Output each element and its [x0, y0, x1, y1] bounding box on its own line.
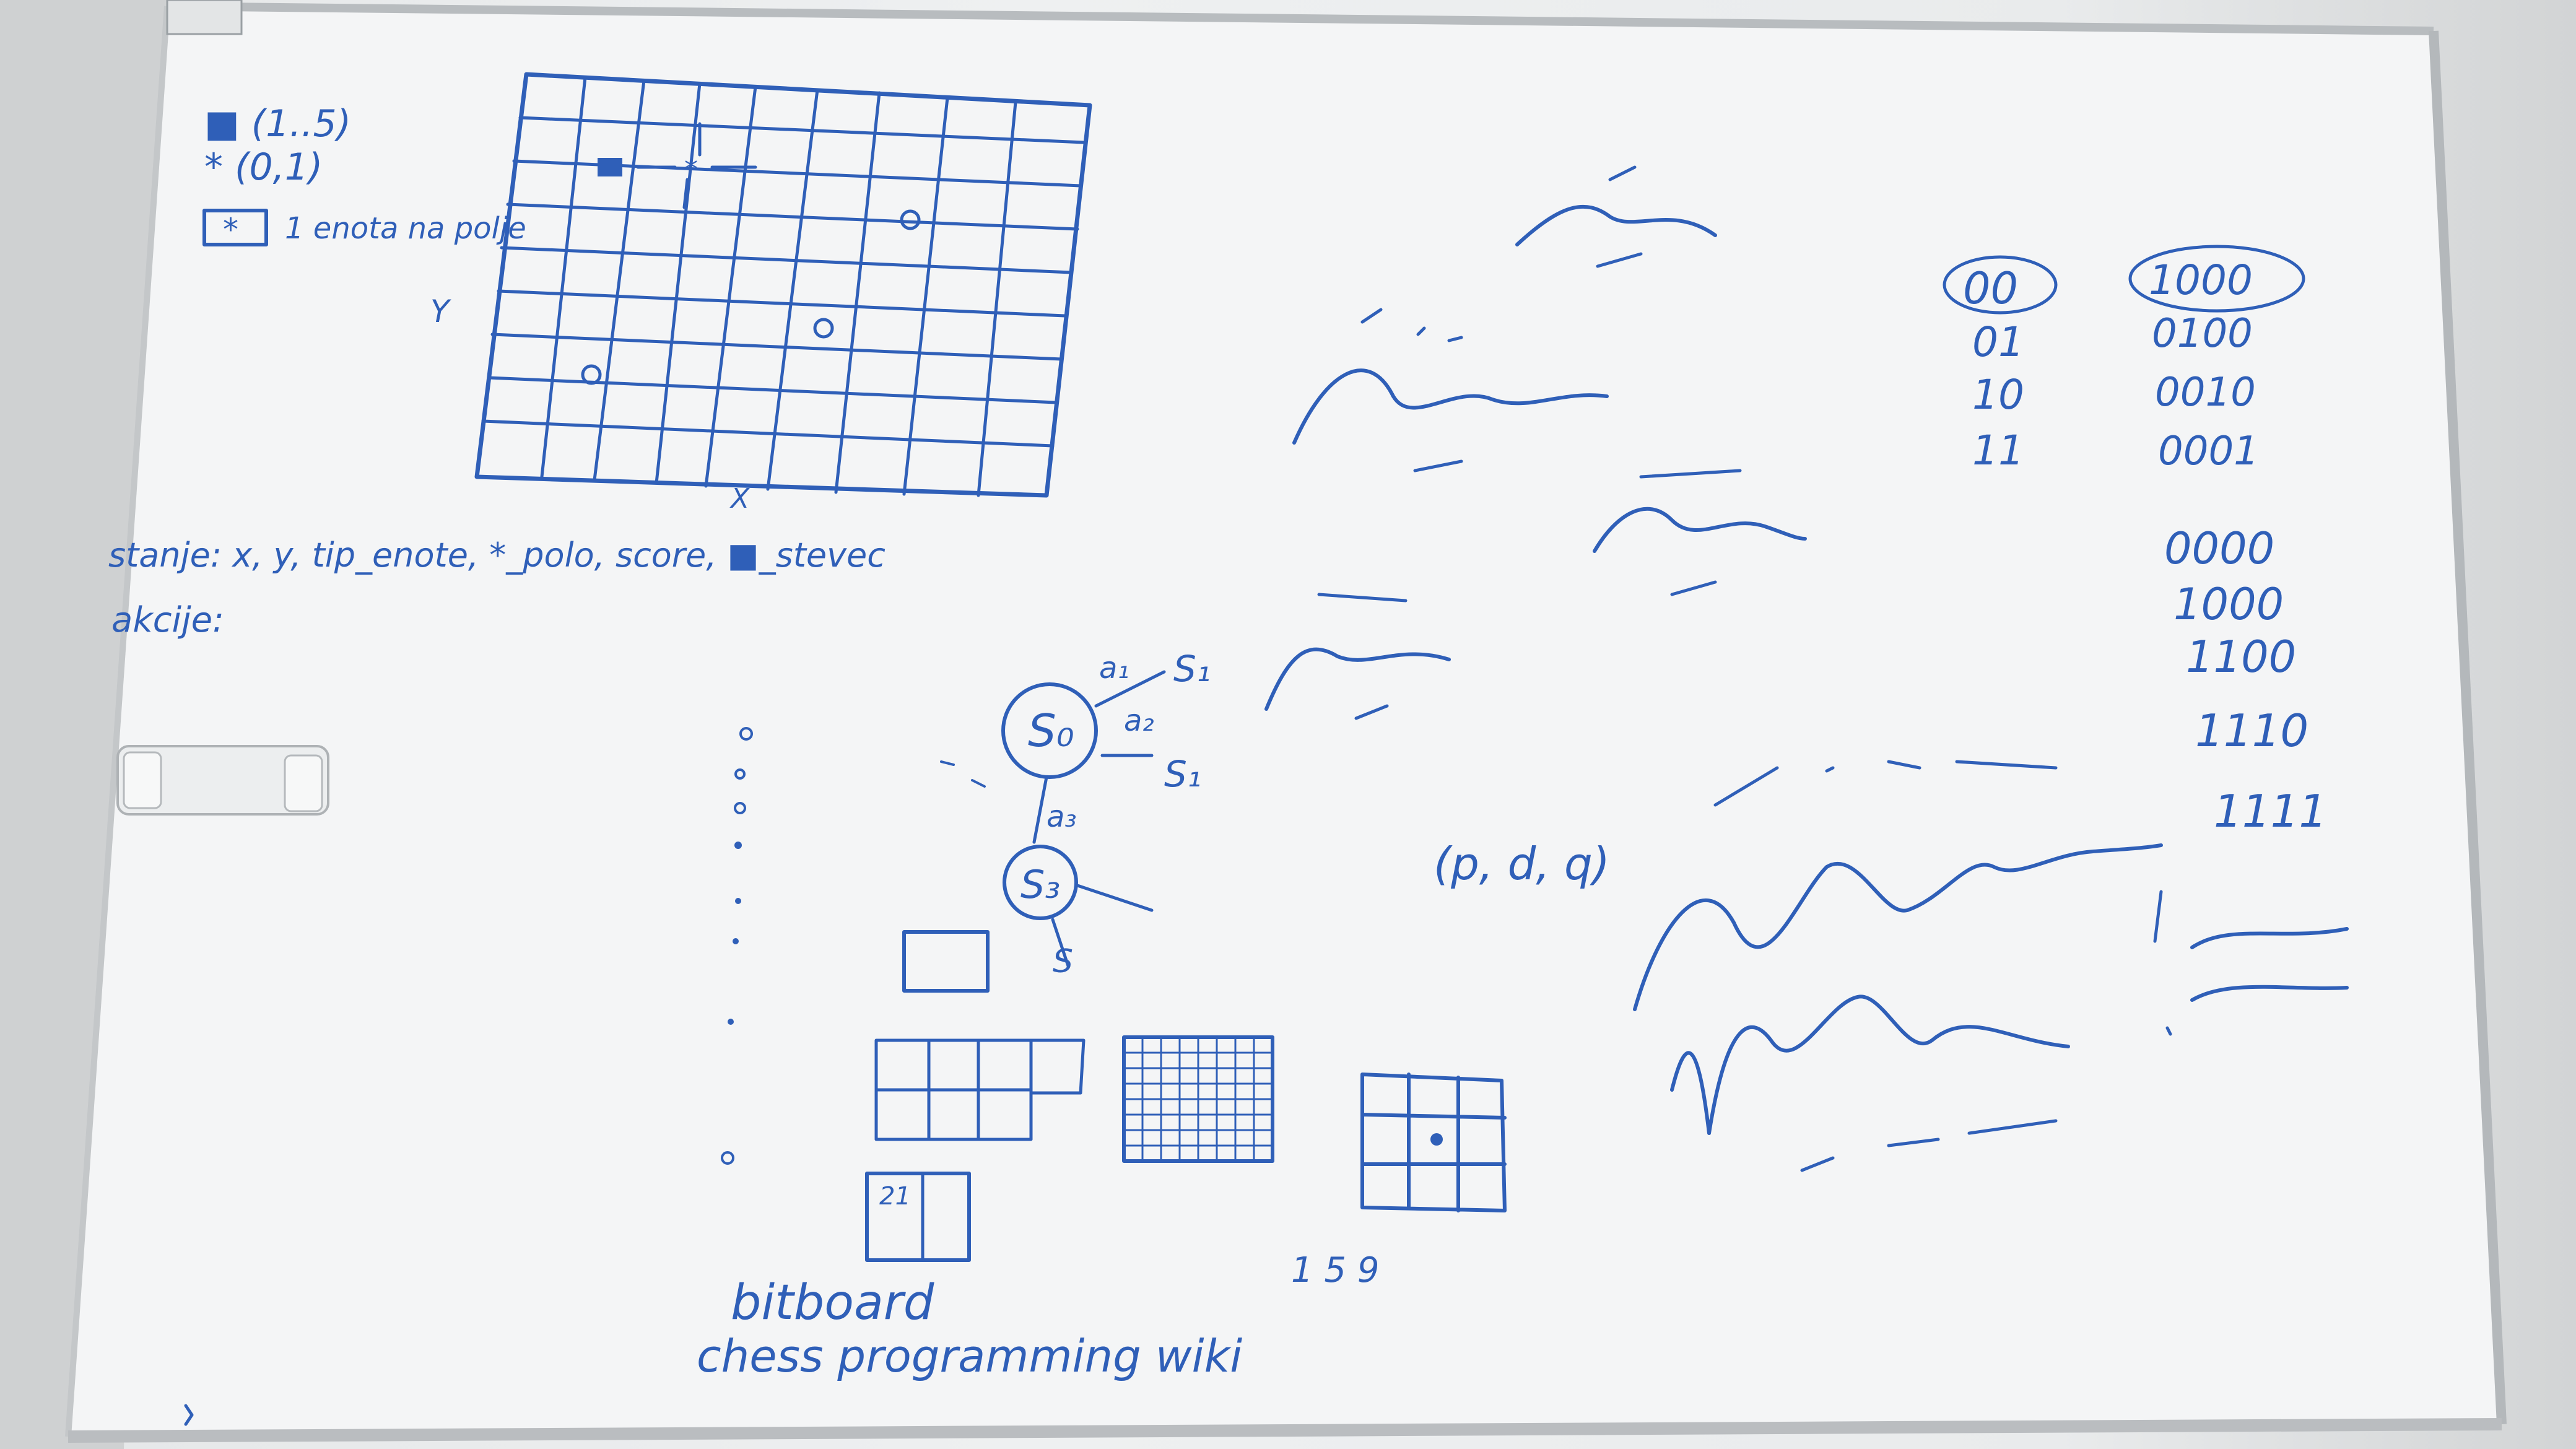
bits-right-1: 0100: [2152, 311, 2253, 357]
legend: ■ (1..5) * (0,1) * 1 enota na polje: [202, 102, 526, 248]
frame-bottom: [67, 1418, 2502, 1443]
bits-seq-3: 1110: [2195, 705, 2308, 757]
a2-label: a₂: [1124, 703, 1154, 738]
frame-left: [65, 6, 170, 1437]
bits-right-oval: [2128, 245, 2305, 313]
numbers-label: 1 5 9: [1291, 1250, 1380, 1290]
legend-box-star: *: [223, 212, 238, 248]
bits-left-oval: [1943, 255, 2058, 315]
s0-label: S₀: [1028, 705, 1074, 757]
bits-right-3: 0001: [2158, 429, 2259, 474]
bits-left-0: 00: [1963, 263, 2018, 314]
bit-tables: 00 01 10 11 1000 0100 0010 0001 0000 100…: [1943, 245, 2327, 837]
grid-xlabel: X: [729, 483, 750, 515]
akcije-line: akcije:: [111, 600, 224, 640]
bits-right-0: 1000: [2149, 256, 2253, 304]
state-tree: S₀ a₁ S₁ a₂ S₁ a₃ S₃ S: [940, 648, 1211, 980]
bits-left-1: 01: [1972, 318, 2024, 366]
state-notes: stanje: x, y, tip_enote, *_polo, score, …: [108, 536, 886, 640]
stanje-line: stanje: x, y, tip_enote, *_polo, score, …: [108, 536, 886, 575]
grid-cell-label: 21: [879, 1182, 911, 1211]
bits-seq-4: 1111: [2214, 785, 2327, 837]
grid-ylabel: Y: [430, 294, 451, 329]
s1-label: S₁: [1173, 648, 1211, 690]
a3-label: a₃: [1046, 799, 1077, 834]
board-surface: [68, 6, 2502, 1437]
bits-left-2: 10: [1972, 371, 2024, 419]
grid-map: * Y X: [430, 72, 1092, 515]
node-s3: [1003, 845, 1078, 920]
legend-line2: * (0,1): [204, 146, 323, 189]
node-s0: [1001, 682, 1098, 779]
a1-label: a₁: [1099, 651, 1129, 685]
legend-box: [202, 209, 268, 246]
bits-seq-2: 1100: [2186, 632, 2296, 682]
legend-line3: 1 enota na polje: [285, 211, 526, 246]
eraser: [116, 745, 329, 816]
chess-wiki-label: chess programming wiki: [697, 1330, 1242, 1382]
frame-right: [2429, 30, 2507, 1425]
bits-left-3: 11: [1972, 427, 2024, 474]
small-grids: 21: [865, 930, 1507, 1262]
bits-seq-0: 0000: [2164, 523, 2274, 574]
bitboard-label: bitboard: [731, 1275, 934, 1331]
s4-label: S: [1053, 943, 1073, 980]
stray-mark: [184, 1404, 194, 1426]
dot-column: [721, 727, 753, 1165]
pdq-label: (p, d, q): [1434, 838, 1610, 890]
legend-line1: ■ (1..5): [204, 102, 351, 146]
bits-seq-1: 1000: [2174, 579, 2284, 630]
grid-star: *: [684, 154, 698, 185]
squiggle-sketches: [1264, 165, 2349, 1172]
s3-label: S₃: [1020, 862, 1060, 907]
bits-right-2: 0010: [2155, 370, 2256, 416]
label-sticker: [166, 0, 243, 35]
bottom-text: bitboard chess programming wiki: [697, 1275, 1242, 1382]
s1b-label: S₁: [1164, 753, 1201, 795]
frame-top: [167, 2, 2434, 35]
